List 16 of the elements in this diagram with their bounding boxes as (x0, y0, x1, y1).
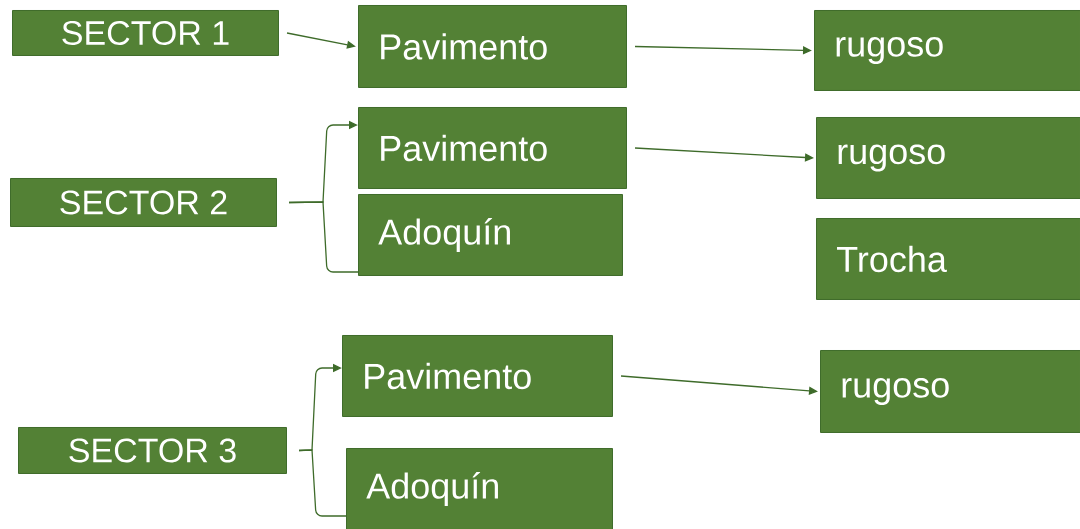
arrow (286, 32, 356, 49)
category-box: Pavimento (358, 107, 627, 189)
category-box: Trocha (816, 218, 1080, 300)
category-box: rugoso (814, 10, 1080, 91)
category-box: Pavimento (342, 335, 613, 417)
arrow (634, 45, 812, 55)
sector-label: SECTOR 2 (10, 178, 277, 227)
category-box: Pavimento (358, 5, 627, 88)
arrow (634, 147, 814, 162)
category-box: rugoso (816, 117, 1080, 199)
sector-label: SECTOR 1 (12, 10, 279, 56)
sector-label: SECTOR 3 (18, 427, 287, 474)
arrow (620, 375, 818, 395)
category-box: Adoquín (358, 194, 623, 276)
category-box: rugoso (820, 350, 1080, 433)
category-box: Adoquín (346, 448, 613, 529)
